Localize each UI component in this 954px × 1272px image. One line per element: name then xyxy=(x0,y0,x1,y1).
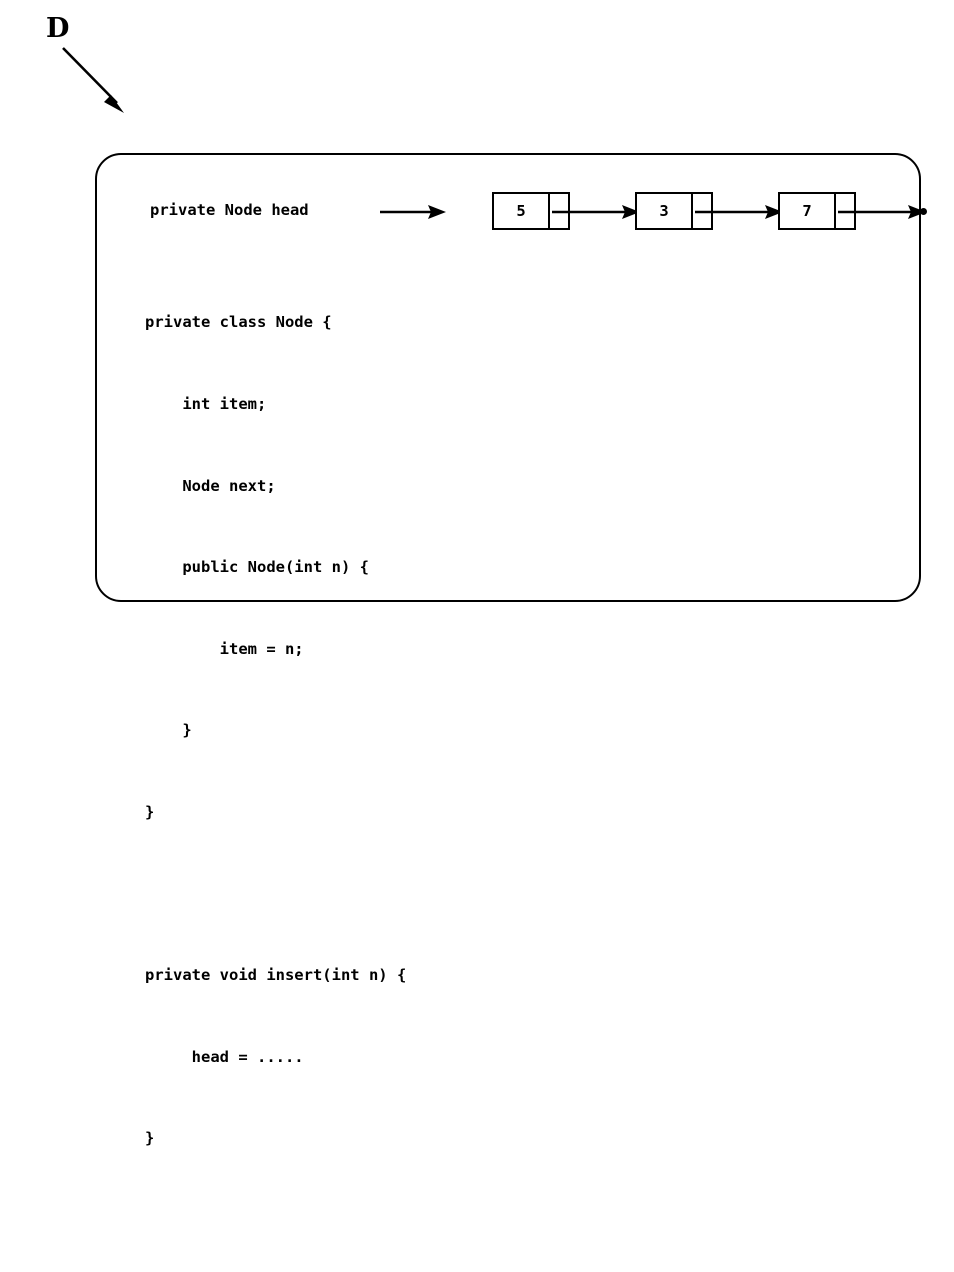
code-line: private void insert(int n) { xyxy=(145,966,407,985)
node-tail-arrow-right-icon xyxy=(838,205,926,219)
node-value: 5 xyxy=(516,202,526,220)
node-next-cell xyxy=(548,194,568,228)
code-panel: private Node head 5 3 7 xyxy=(95,153,927,1147)
code-line: } xyxy=(145,721,192,740)
code-listing: private class Node { int item; Node next… xyxy=(145,255,425,1272)
node-next-cell xyxy=(691,194,711,228)
list-node: 7 xyxy=(778,192,856,230)
node-next-cell xyxy=(834,194,854,228)
node-link-arrow-right-icon xyxy=(695,205,783,219)
code-line-blank xyxy=(145,1207,425,1234)
node-value: 7 xyxy=(802,202,812,220)
linked-list-diagram: private Node head 5 3 7 xyxy=(150,192,940,236)
callout-label-d: D xyxy=(46,13,70,44)
code-line: item = n; xyxy=(145,639,304,658)
head-declaration-text: private Node head xyxy=(150,201,309,219)
code-line: int item; xyxy=(145,395,267,414)
code-line: } xyxy=(145,803,155,822)
code-line: } xyxy=(145,1129,155,1148)
null-dot-icon xyxy=(920,208,927,215)
diagram-canvas: D private Node head 5 3 xyxy=(46,13,927,1147)
code-line: head = ..... xyxy=(145,1047,304,1066)
head-arrow-right-icon xyxy=(380,205,446,219)
code-line: private class Node { xyxy=(145,313,332,332)
code-line: Node next; xyxy=(145,476,276,495)
code-line: public Node(int n) { xyxy=(145,558,369,577)
diagonal-arrow-down-right-icon xyxy=(62,47,124,113)
code-line-blank xyxy=(145,881,425,908)
node-value: 3 xyxy=(659,202,669,220)
node-link-arrow-right-icon xyxy=(552,205,640,219)
